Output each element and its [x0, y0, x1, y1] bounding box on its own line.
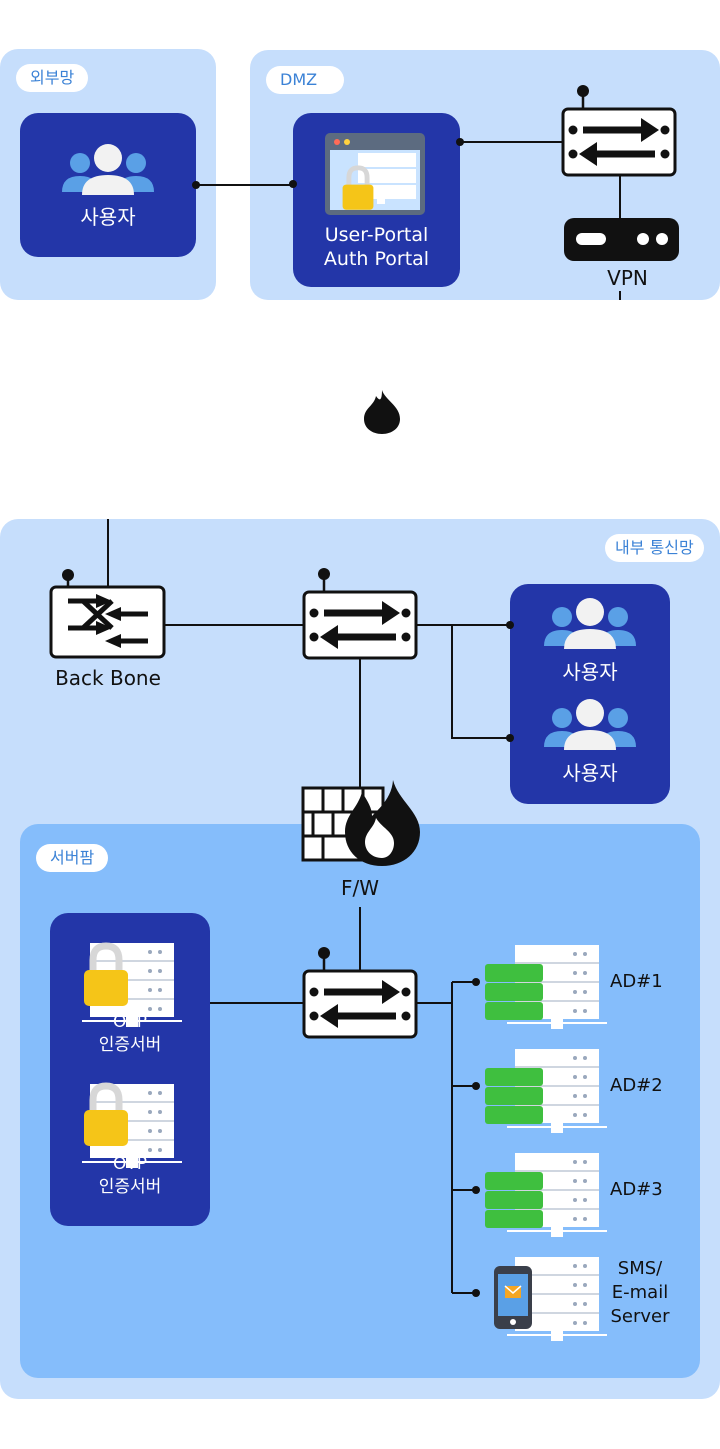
ad-server-icon-2 — [485, 1048, 608, 1134]
users-icon — [62, 144, 154, 195]
portal-label-line2: Auth Portal — [323, 248, 430, 270]
ad-server-icon-3 — [485, 1152, 608, 1238]
backbone-switch-icon — [49, 569, 166, 659]
ad2-label: AD#2 — [610, 1075, 663, 1096]
auth-portal-window-icon — [325, 133, 425, 215]
vpn-label: VPN — [607, 266, 648, 290]
otp-server-label-2-line1: OTP — [112, 1154, 148, 1174]
ad3-label: AD#3 — [610, 1179, 663, 1200]
backbone-label: Back Bone — [55, 666, 161, 690]
internal-user-label-1: 사용자 — [562, 660, 618, 684]
firewall-label: F/W — [340, 876, 380, 900]
vpn-device-icon — [564, 218, 679, 261]
ad-server-icon-1 — [485, 944, 608, 1030]
otp-server-label-2-line2: 인증서버 — [98, 1177, 162, 1197]
sms-email-server-icon — [494, 1256, 608, 1342]
otp-server-label-1-line2: 인증서버 — [98, 1035, 162, 1055]
internal-zone-label: 내부 통신망 — [605, 534, 704, 562]
dmz-zone-label: DMZ — [266, 66, 344, 94]
server-farm-label: 서버팜 — [36, 844, 109, 872]
connection-lines — [107, 141, 621, 1294]
internal-switch-icon — [304, 568, 416, 658]
connection-dots — [192, 138, 514, 1297]
dmz-switch-icon — [563, 85, 675, 175]
internal-user-label-2: 사용자 — [562, 761, 618, 785]
external-user-label: 사용자 — [80, 205, 136, 229]
sms-server-label-line1: SMS/ — [617, 1258, 663, 1279]
portal-label-line1: User-Portal — [324, 224, 429, 246]
external-zone-label: 외부망 — [16, 64, 89, 92]
ad1-label: AD#1 — [610, 971, 663, 992]
firewall-icon — [301, 780, 420, 866]
otp-server-label-1-line1: OTP — [112, 1012, 148, 1032]
sms-server-label-line3: Server — [610, 1306, 670, 1327]
users-icon — [544, 699, 636, 750]
sms-server-label-line2: E-mail — [611, 1282, 669, 1303]
users-icon — [544, 598, 636, 649]
fire-icon — [364, 390, 400, 434]
